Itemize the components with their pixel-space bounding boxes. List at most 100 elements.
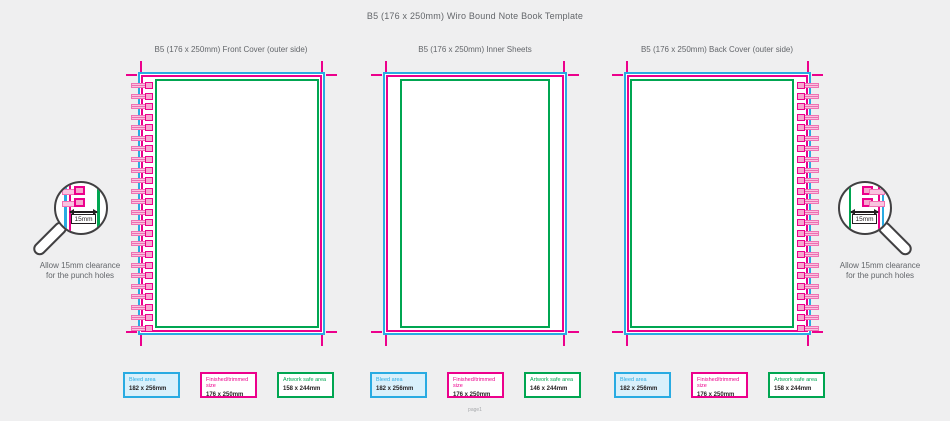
legend-bleed-back: Bleed area 182 x 256mm [614, 372, 671, 398]
punch-hole-square [145, 177, 153, 185]
punch-hole-square [145, 251, 153, 258]
punch-hole-square [145, 155, 153, 163]
punch-hole-square [797, 314, 805, 322]
punch-wire [803, 294, 819, 300]
punch-hole-square [797, 166, 805, 174]
clearance-caption-right: Allow 15mm clearance for the punch holes [815, 261, 945, 281]
punch-hole-square [797, 251, 805, 258]
trim-line [68, 183, 71, 233]
punch-wire [803, 114, 819, 120]
punch-wire [803, 304, 819, 310]
punch-hole [797, 219, 819, 227]
punch-hole [131, 155, 153, 163]
legend-label: Bleed area [620, 377, 647, 383]
punch-hole [131, 166, 153, 174]
punch-hole-square [797, 240, 805, 248]
punch-wire [803, 252, 819, 257]
punch-hole [131, 92, 153, 100]
caption-line: for the punch holes [45, 271, 115, 280]
punch-wire [803, 125, 819, 131]
crop-mark [321, 335, 323, 346]
punch-hole [797, 92, 819, 100]
magnifier-icon-left: 15mm [54, 181, 108, 235]
punch-hole [74, 198, 85, 207]
inner-sheets-safe-area [400, 79, 550, 328]
punch-hole [131, 240, 153, 248]
punch-hole [131, 82, 153, 89]
caption-line: Allow 15mm clearance [839, 261, 921, 270]
legend-size: 182 x 256mm [376, 386, 414, 392]
punch-hole [131, 113, 153, 121]
legend-label: Artwork safe area [530, 377, 574, 383]
punch-hole-square [797, 272, 805, 280]
legend-size: 158 x 244mm [774, 386, 812, 392]
legend-size: 182 x 256mm [129, 386, 167, 392]
safe-line [848, 183, 851, 233]
punch-wire [803, 230, 819, 236]
legend-size: 146 x 244mm [530, 386, 568, 392]
punch-hole-square [797, 155, 805, 163]
bleed-line [881, 183, 884, 233]
crop-mark [612, 331, 623, 333]
punch-hole [797, 251, 819, 258]
punch-hole-square [797, 282, 805, 290]
punch-wire [869, 201, 885, 207]
punch-wire [869, 189, 885, 195]
punch-hole-square [145, 145, 153, 153]
crop-mark [140, 335, 142, 346]
punch-wire [803, 156, 819, 162]
punch-hole-square [145, 134, 153, 142]
crop-mark [568, 74, 579, 76]
punch-hole-square [145, 219, 153, 227]
clearance-arrow [69, 209, 98, 214]
punch-hole-square [145, 82, 153, 89]
page-title: B5 (176 x 250mm) Wiro Bound Note Book Te… [366, 11, 584, 21]
punch-hole-square [145, 92, 153, 100]
legend-size: 176 x 250mm [453, 392, 491, 398]
punch-wire [803, 283, 819, 289]
inner-sheets-trim-area [386, 75, 564, 332]
punch-hole [797, 103, 819, 111]
punch-hole [131, 261, 153, 269]
front-cover-safe-area [155, 79, 319, 328]
punch-hole [131, 177, 153, 185]
punch-hole [131, 272, 153, 280]
punch-hole-square [145, 293, 153, 301]
punch-hole-square [797, 103, 805, 111]
punch-hole-square [145, 261, 153, 269]
punch-hole [797, 177, 819, 185]
legend-bleed-inner: Bleed area 182 x 256mm [370, 372, 427, 398]
punch-holes-strip-right [797, 82, 819, 332]
punch-hole-square [145, 324, 153, 332]
punch-wire [803, 135, 819, 141]
legend-size: 182 x 256mm [620, 386, 658, 392]
legend-safe-inner: Artwork safe area 146 x 244mm [524, 372, 581, 398]
punch-hole [131, 145, 153, 153]
punch-hole [797, 314, 819, 322]
punch-hole [797, 240, 819, 248]
crop-mark [321, 61, 323, 72]
punch-hole [797, 272, 819, 280]
punch-hole-square [797, 145, 805, 153]
punch-hole-square [145, 208, 153, 216]
punch-hole-square [145, 103, 153, 111]
punch-hole [131, 293, 153, 301]
punch-hole [797, 198, 819, 206]
legend-bleed-front: Bleed area 182 x 256mm [123, 372, 180, 398]
front-cover-bleed-area [138, 72, 325, 335]
panel-title-front-cover: B5 (176 x 250mm) Front Cover (outer side… [154, 45, 308, 54]
crop-mark [807, 61, 809, 72]
punch-wire [803, 220, 819, 226]
punch-hole-square [797, 261, 805, 269]
punch-hole-square [797, 124, 805, 132]
crop-mark [563, 335, 565, 346]
legend-trim-front: Finished/trimmed size 176 x 250mm [200, 372, 257, 398]
caption-line: for the punch holes [845, 271, 915, 280]
clearance-measurement: 15mm [852, 214, 877, 224]
crop-mark [626, 335, 628, 346]
punch-hole [797, 229, 819, 237]
punch-wire [803, 178, 819, 184]
punch-hole [797, 208, 819, 216]
crop-mark [326, 74, 337, 76]
